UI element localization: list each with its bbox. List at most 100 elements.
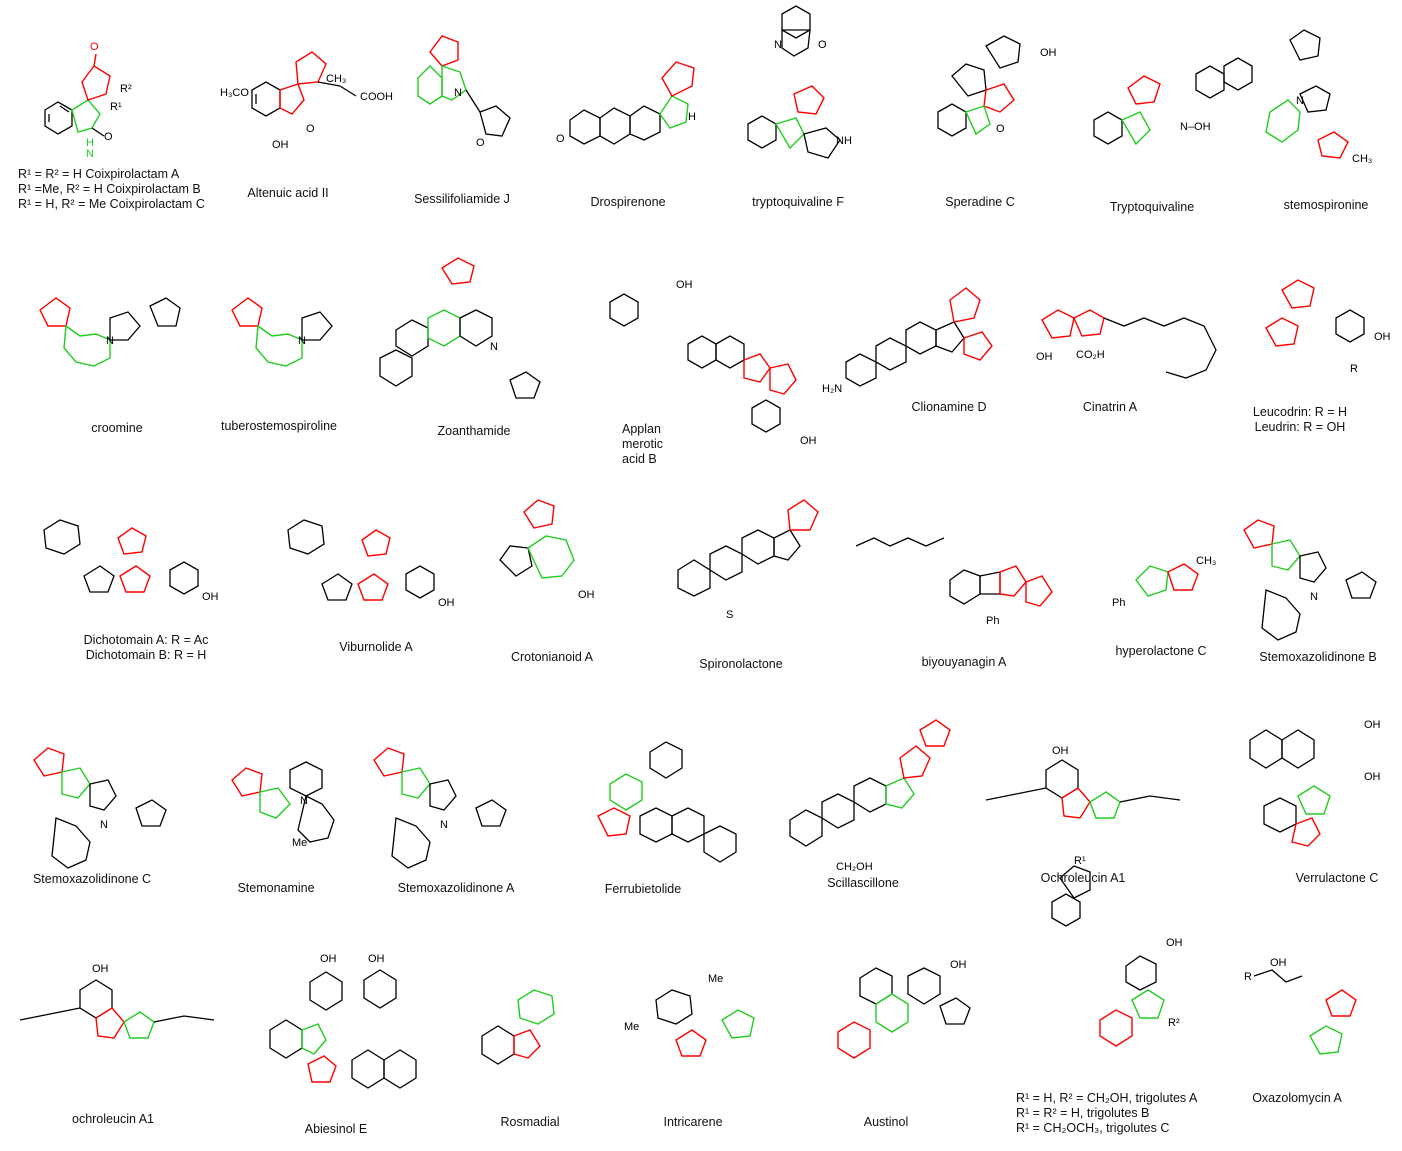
caption-crotonianoid: Crotonianoid A (510, 650, 594, 664)
atom-co2h: CO₂H (1076, 349, 1105, 361)
ochroleucin-structure: OH (985, 745, 1181, 819)
caption-ochroleucin: Ochroleucin A1 (1040, 871, 1126, 885)
caption-line: R¹ = H, R² = Me Coixpirolactam C (18, 197, 205, 211)
atom-h: H (86, 137, 94, 149)
leucodrin-structure: OH R (1265, 279, 1391, 375)
caption-stemoxazolidinone-c: Stemoxazolidinone C (32, 872, 152, 886)
atom-r: R (1244, 971, 1252, 983)
atom-n: N (454, 87, 462, 99)
coixpirolactam-structure: O H N O R² R¹ (44, 41, 132, 160)
atom-o: O (556, 133, 565, 145)
atom-r2: R² (1168, 1017, 1180, 1029)
croomine-structure: N (39, 297, 181, 367)
atom-r2: R² (120, 83, 132, 95)
caption-altenuic-acid: Altenuic acid II (247, 186, 329, 200)
atom-h: H (688, 111, 696, 123)
stemoxazolidinone-c-structure: N (33, 747, 167, 869)
atom-o: O (476, 137, 485, 149)
caption-stemonamine: Stemonamine (237, 881, 315, 895)
atom-oh: OH (1036, 351, 1053, 363)
verrulactone-structure: OH OH (1249, 719, 1381, 847)
atom-oh: OH (1364, 719, 1381, 731)
atom-o: O (306, 123, 315, 135)
sessilifoliamide-structure: N O (417, 35, 511, 149)
atom-oh: OH (1364, 771, 1381, 783)
intricarene-structure: Me Me (624, 973, 755, 1057)
caption-tryptoquivaline: Tryptoquivaline (1109, 200, 1195, 214)
atom-me: Me (292, 837, 307, 849)
atom-r: R (1350, 363, 1358, 375)
atom-ch2oh: CH₂OH (836, 861, 873, 873)
caption-line: Leudrin: R = OH (1254, 420, 1346, 434)
caption-line: Leucodrin: R = H (1252, 405, 1348, 419)
caption-tuberostemospiroline: tuberostemospiroline (220, 419, 338, 433)
altenuic-acid-structure: H₃CO COOH CH₃ OH O (220, 51, 393, 151)
stemospironine-structure: N CH₃ (1265, 29, 1372, 165)
atom-oh: OH (950, 959, 967, 971)
caption-verrulactone: Verrulactone C (1295, 871, 1379, 885)
dichotomain-structure: OH (43, 519, 219, 603)
atom-n: N (298, 335, 306, 347)
caption-spironolactone: Spironolactone (699, 657, 783, 671)
caption-oxazolomycin: Oxazolomycin A (1252, 1091, 1342, 1105)
caption-coixpirolactam: R¹ = R² = H Coixpirolactam A R¹ =Me, R² … (18, 167, 205, 212)
atom-oh: OH (1166, 937, 1183, 949)
caption-clionamine: Clionamine D (911, 400, 987, 414)
caption-leucodrin: Leucodrin: R = H Leudrin: R = OH (1253, 405, 1347, 435)
atom-n: N (1310, 591, 1318, 603)
caption-stemoxazolidinone-a: Stemoxazolidinone A (397, 881, 515, 895)
austinol-structure: OH (837, 959, 971, 1059)
atom-me: Me (708, 973, 723, 985)
atom-n: N (1296, 95, 1304, 107)
caption-abiesinol: Abiesinol E (304, 1122, 368, 1136)
atom-n: N (86, 148, 94, 160)
atom-ch3: CH₃ (326, 73, 346, 85)
rosmadial-structure (481, 989, 555, 1065)
atom-oh: OH (676, 279, 693, 291)
atom-oh: OH (1040, 47, 1057, 59)
stemoxazolidinone-a-structure: N (373, 747, 507, 869)
atom-oh: OH (578, 589, 595, 601)
crotonianoid-structure: OH (499, 499, 595, 601)
caption-trigolutes: R¹ = H, R² = CH₂OH, trigolutes A R¹ = R²… (1016, 1091, 1197, 1136)
viburnolide-structure: OH (287, 519, 455, 609)
atom-n: N (774, 39, 782, 51)
caption-line: R¹ = R² = H, trigolutes B (1016, 1106, 1150, 1120)
abiesinol-structure: OH OH (269, 953, 417, 1089)
spironolactone-structure: S (677, 499, 819, 621)
atom-n-oh: N–OH (1180, 121, 1211, 133)
atom-o: O (90, 41, 99, 53)
atom-cooh: COOH (360, 91, 393, 103)
caption-drospirenone: Drospirenone (590, 195, 666, 209)
caption-hyperolactone: hyperolactone C (1115, 644, 1207, 658)
ferrubietolide-structure (597, 741, 737, 863)
caption-austinol: Austinol (863, 1115, 909, 1129)
tryptoquivaline-structure: N–OH (1093, 57, 1253, 146)
atom-n: N (106, 335, 114, 347)
atom-o: O (996, 123, 1005, 135)
stemoxazolidinone-b-structure: N (1243, 519, 1377, 641)
caption-line: R¹ =Me, R² = H Coixpirolactam B (18, 182, 201, 196)
atom-oh: OH (368, 953, 385, 965)
atom-ch3: CH₃ (1352, 153, 1372, 165)
caption-intricarene: Intricarene (663, 1115, 723, 1129)
atom-me: Me (624, 1021, 639, 1033)
atom-ch3: CH₃ (1196, 555, 1216, 567)
atom-r1: R¹ (110, 101, 122, 113)
caption-line: merotic (622, 437, 663, 451)
applanmerotic-structure: OH OH (609, 279, 817, 447)
caption-cinatrin: Cinatrin A (1082, 400, 1138, 414)
caption-line: R¹ = CH₂OCH₃, trigolutes C (1016, 1121, 1170, 1135)
speradine-c-structure: O OH (937, 35, 1057, 137)
caption-stemospironine: stemospironine (1283, 198, 1369, 212)
hyperolactone-structure: Ph CH₃ (1112, 555, 1216, 609)
caption-line: Dichotomain B: R = H (85, 648, 207, 662)
atom-h3co: H₃CO (220, 87, 249, 99)
zoanthamide-structure: N (379, 257, 541, 399)
atom-o: O (104, 131, 113, 143)
caption-line: Dichotomain A: R = Ac (83, 633, 209, 647)
tuberostemospiroline-structure: N (231, 297, 333, 367)
atom-h2n: H₂N (822, 383, 842, 395)
atom-oh: OH (272, 139, 289, 151)
